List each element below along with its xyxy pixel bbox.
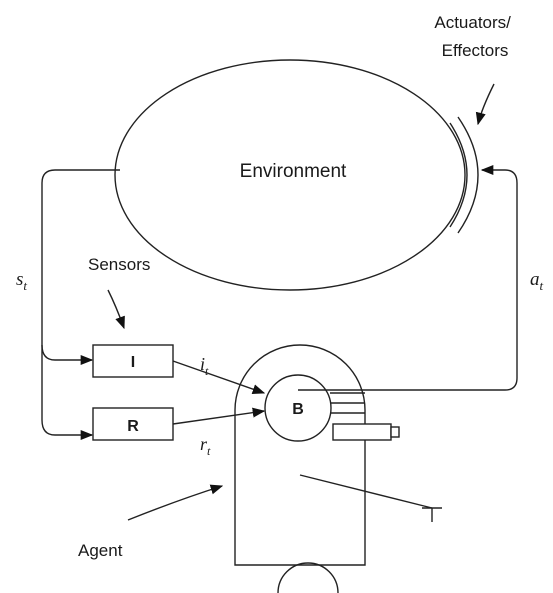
i-t-arrow (172, 360, 266, 394)
brain-label: B (292, 401, 304, 418)
sensor-box-i-label: I (131, 354, 135, 371)
a-t-label: at (530, 269, 544, 293)
effector-arc-inner (449, 122, 468, 228)
effector-arc-outer (457, 116, 479, 234)
environment-ellipse (114, 59, 466, 291)
sensors-label: Sensors (88, 255, 150, 274)
agent-pointer (127, 484, 224, 521)
actuators-label: Actuators/ Effectors (434, 13, 515, 60)
actuators-pointer (475, 83, 495, 126)
sensing-branch-i (41, 344, 94, 366)
action-line (298, 164, 518, 391)
sensor-box-r-label: R (127, 418, 139, 435)
r-t-arrow (172, 407, 266, 425)
agent-effector-tip (390, 426, 400, 438)
agent-arm (299, 474, 433, 509)
i-t-label: it (200, 354, 209, 378)
sensing-line (41, 169, 120, 441)
r-t-label: rt (200, 434, 211, 458)
agent-label: Agent (78, 541, 123, 560)
sensors-pointer (107, 289, 125, 330)
sensor-box-i (92, 344, 174, 378)
s-t-label: st (16, 269, 27, 293)
environment-label: Environment (240, 161, 347, 182)
agent-wheel (277, 562, 339, 593)
agent-effector-plug (332, 423, 392, 441)
